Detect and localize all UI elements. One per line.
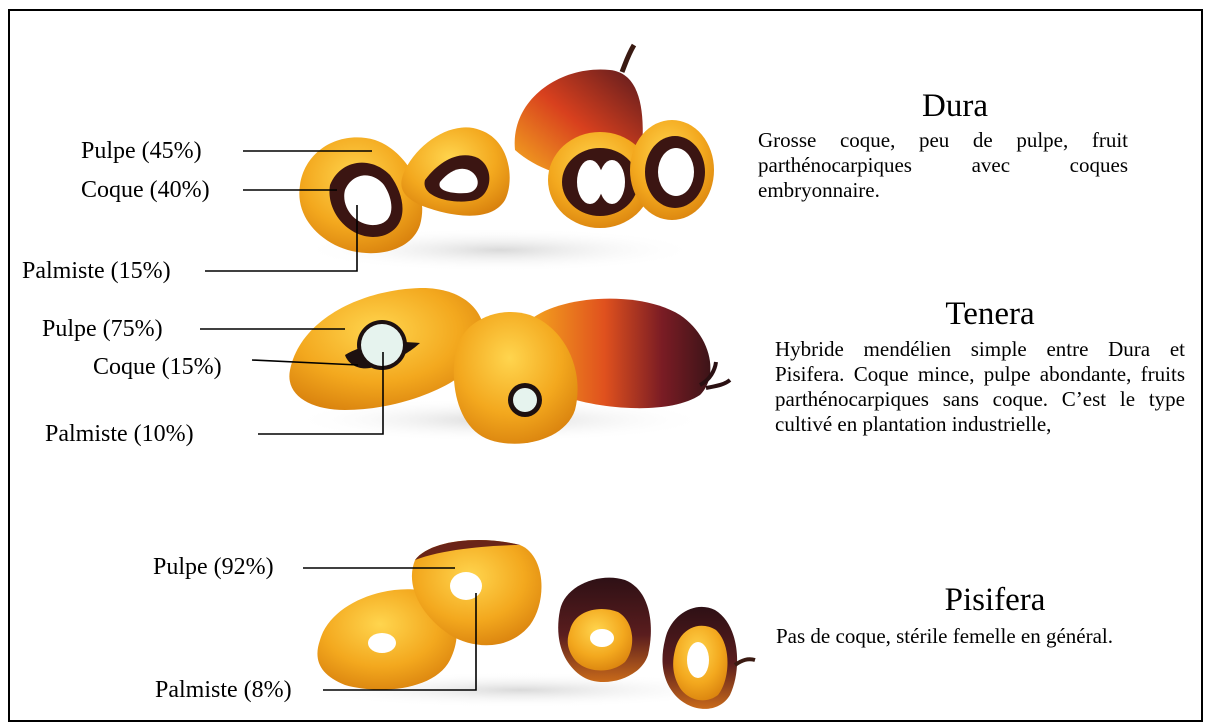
tenera-section-2-kernel: [513, 388, 537, 412]
dura-coque-label: Coque (40%): [81, 176, 210, 204]
dura-palmiste-label: Palmiste (15%): [22, 257, 171, 285]
pisifera-section-3-kernel: [590, 629, 614, 647]
tenera-palmiste-label: Palmiste (10%): [45, 420, 194, 448]
pisifera-description: Pas de coque, stérile femelle en général…: [776, 624, 1196, 649]
dura-stalk: [622, 45, 634, 72]
tenera-coque-label: Coque (15%): [93, 353, 222, 381]
dura-description: Grosse coque, peu de pulpe, fruit parthé…: [758, 128, 1128, 203]
pisifera-section-2-kernel: [450, 572, 482, 600]
dura-section-3-kernel-b: [599, 160, 625, 204]
dura-pulpe-label: Pulpe (45%): [81, 137, 202, 165]
tenera-pulpe-label: Pulpe (75%): [42, 315, 163, 343]
pisifera-palmiste-label: Palmiste (8%): [155, 676, 292, 704]
pisifera-stalk: [735, 659, 755, 665]
pisifera-pulpe-label: Pulpe (92%): [153, 553, 274, 581]
tenera-description: Hybride mendélien simple entre Dura et P…: [775, 337, 1185, 437]
pisifera-title: Pisifera: [905, 582, 1085, 618]
pisifera-section-4-kernel: [687, 642, 709, 678]
pisifera-section-1-kernel: [368, 633, 396, 653]
dura-title: Dura: [870, 88, 1040, 124]
tenera-section-1-kernel: [361, 324, 403, 366]
pisifera-fruits: [300, 540, 755, 709]
tenera-title: Tenera: [900, 296, 1080, 332]
tenera-fruits: [289, 288, 730, 444]
dura-fruits: [299, 45, 714, 272]
dura-section-4-kernel: [658, 148, 694, 196]
